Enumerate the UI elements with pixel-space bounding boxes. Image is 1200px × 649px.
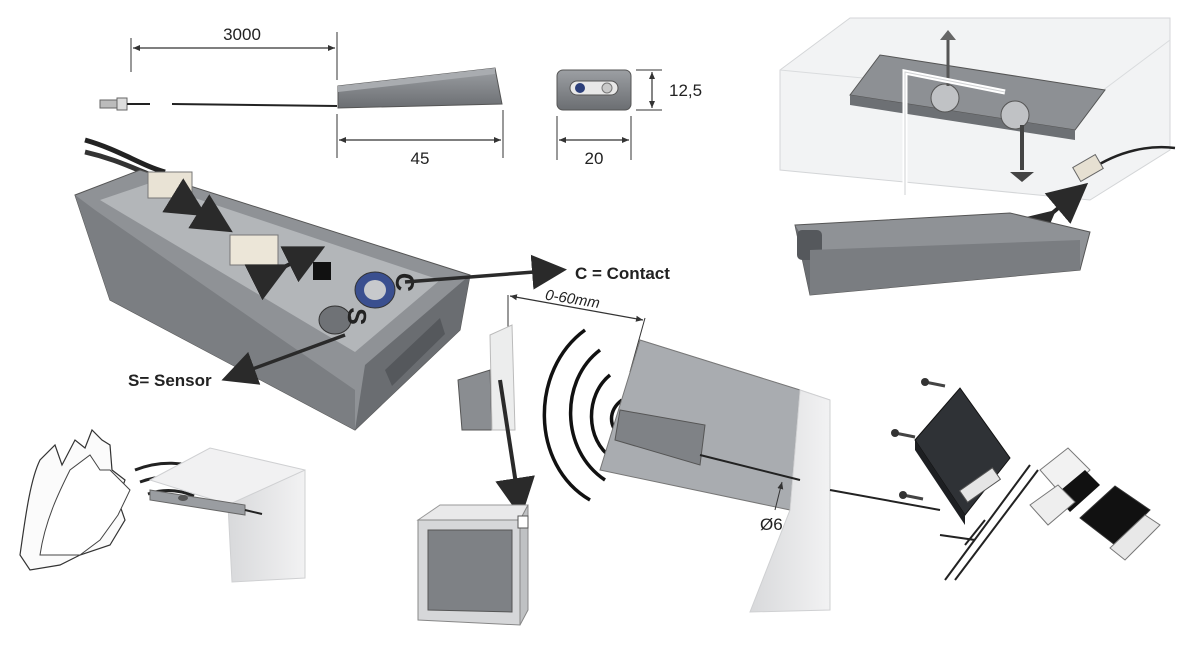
- sensor-width-dimension: 20: [556, 116, 632, 168]
- cable-drawing: [99, 97, 338, 111]
- sensor-waves: [542, 328, 624, 502]
- sensor-callout: S= Sensor: [128, 333, 346, 390]
- large-cabinet-illustration: Ø6: [599, 339, 941, 613]
- detection-range: 0-60mm: [507, 287, 646, 373]
- control-unit-illustration: [891, 378, 1039, 581]
- sensor-length-dimension: 45: [336, 110, 504, 168]
- contact-label: C = Contact: [575, 264, 670, 283]
- cable-length-dimension: 3000: [130, 25, 338, 80]
- small-cabinet-illustration: [148, 447, 306, 583]
- sensor-height-dimension: 12,5: [636, 69, 702, 111]
- switch-pads-illustration: [1029, 447, 1161, 561]
- detection-range-label: 0-60mm: [544, 287, 601, 312]
- contact-callout: C = Contact: [404, 254, 670, 290]
- door-magnet-illustration: [457, 324, 535, 518]
- sensor-label: S= Sensor: [128, 371, 212, 390]
- open-sensor-housing: C S: [74, 137, 471, 431]
- plug-s-letter: S: [341, 306, 372, 326]
- sensor-side-view: [337, 67, 503, 109]
- shelf-mount-illustration: [779, 17, 1176, 296]
- hole-diameter-label: Ø6: [760, 515, 783, 534]
- sensor-length-label: 45: [411, 149, 430, 168]
- cabinet-box-illustration: [416, 504, 529, 626]
- cable-length-label: 3000: [223, 25, 261, 44]
- sensor-height-label: 12,5: [669, 81, 702, 100]
- sensor-width-label: 20: [585, 149, 604, 168]
- sensor-front-view: [556, 69, 632, 111]
